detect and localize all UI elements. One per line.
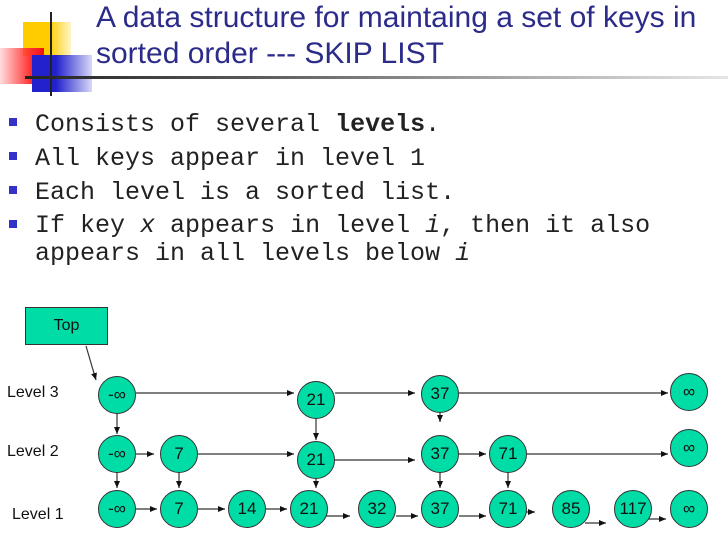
- node-85: 85: [552, 490, 590, 528]
- bullet-text: Each level is a sorted list.: [35, 178, 456, 207]
- node-neg-infinity: -∞: [98, 490, 136, 528]
- slide-logo: [0, 0, 100, 100]
- bullet-text-italic: x: [140, 211, 156, 240]
- node-14: 14: [228, 490, 266, 528]
- bullet-text: , then it also: [440, 211, 651, 240]
- title-line-1: A data structure for maintaing a set of …: [96, 1, 697, 34]
- node-117: 117: [614, 490, 652, 528]
- bullet-text: Consists of several: [35, 110, 336, 139]
- node-21: 21: [297, 381, 335, 419]
- top-pointer-box: Top: [25, 307, 108, 345]
- bullet-item: All keys appear in level 1: [8, 144, 650, 178]
- node-21: 21: [290, 490, 328, 528]
- node-neg-infinity: -∞: [98, 435, 136, 473]
- bullet-text: .: [425, 110, 441, 139]
- bullet-text: If key: [35, 211, 141, 240]
- title-line-2: sorted order --- SKIP LIST: [96, 37, 444, 70]
- node-37: 37: [421, 375, 459, 413]
- node-infinity: ∞: [670, 373, 708, 411]
- diagram-edges: [85, 345, 668, 526]
- node-7: 7: [160, 490, 198, 528]
- bullet-text: appears in all levels below: [35, 239, 456, 268]
- bullet-text-italic: i: [455, 239, 471, 268]
- bullet-text: appears in level: [155, 211, 426, 240]
- logo-vertical-line: [50, 12, 52, 96]
- bullet-square-icon: [9, 152, 17, 160]
- node-37: 37: [421, 490, 459, 528]
- node-71: 71: [489, 435, 527, 473]
- skip-list-diagram: Top Level 3 Level 2 Level 1 -∞ 21 37 ∞ -…: [0, 290, 728, 546]
- bullet-text-italic: i: [425, 211, 441, 240]
- level-1-label: Level 1: [12, 506, 64, 523]
- level-2-label: Level 2: [7, 443, 59, 460]
- bullet-square-icon: [9, 220, 17, 228]
- logo-blue-square: [32, 55, 92, 92]
- node-infinity: ∞: [670, 490, 708, 528]
- bullet-square-icon: [9, 118, 17, 126]
- node-71: 71: [489, 490, 527, 528]
- bullet-item: If key x appears in level i, then it als…: [8, 212, 650, 272]
- node-infinity: ∞: [670, 429, 708, 467]
- bullet-text: All keys appear in level 1: [35, 144, 426, 173]
- bullet-item: Consists of several levels.: [8, 110, 650, 144]
- node-37: 37: [421, 435, 459, 473]
- node-7: 7: [160, 435, 198, 473]
- bullet-square-icon: [9, 186, 17, 194]
- bullet-list: Consists of several levels. All keys app…: [8, 110, 650, 272]
- title-underline: [25, 76, 728, 79]
- bullet-text-bold: levels: [335, 110, 426, 139]
- node-neg-infinity: -∞: [98, 376, 136, 414]
- level-3-label: Level 3: [7, 384, 59, 401]
- node-32: 32: [358, 490, 396, 528]
- slide-title: A data structure for maintaing a set of …: [96, 0, 696, 72]
- bullet-item: Each level is a sorted list.: [8, 178, 650, 212]
- node-21: 21: [297, 441, 335, 479]
